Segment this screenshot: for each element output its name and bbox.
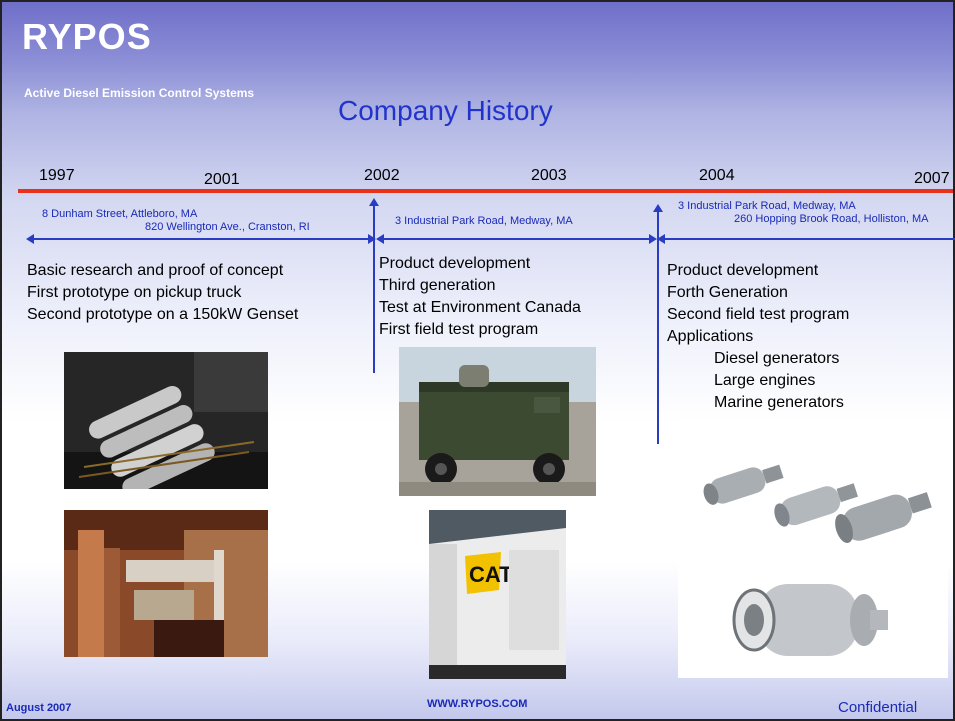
year-1997: 1997 (39, 167, 75, 184)
footer-date: August 2007 (6, 702, 72, 714)
arrow-up-head (369, 198, 379, 206)
timeline-line (18, 189, 953, 193)
tagline: Active Diesel Emission Control Systems (24, 86, 255, 100)
address-medway: 3 Industrial Park Road, Medway, MA (395, 215, 573, 227)
list-item: Test at Environment Canada (379, 299, 581, 316)
address-holliston: 260 Hopping Brook Road, Holliston, MA (734, 213, 929, 225)
list-item: First field test program (379, 321, 539, 338)
arrow-left-head (657, 234, 665, 244)
dpf-units-photo (683, 419, 947, 561)
period-1-list: Basic research and proof of concept Firs… (27, 260, 298, 326)
footer-confidential: Confidential (838, 699, 918, 716)
arrow-left-head (376, 234, 384, 244)
year-2007: 2007 (914, 170, 950, 187)
list-item: Third generation (379, 277, 496, 294)
address-attleboro: 8 Dunham Street, Attleboro, MA (42, 208, 198, 220)
divider-2004 (657, 211, 659, 444)
period-3-list: Product development Forth Generation Sec… (667, 260, 849, 414)
list-item: Marine generators (714, 394, 844, 411)
military-generator-photo (399, 347, 596, 496)
slide-title: Company History (338, 95, 553, 126)
year-2001: 2001 (204, 171, 240, 188)
period-3-arrow (663, 238, 955, 240)
footer-website-link[interactable]: WWW.RYPOS.COM (427, 698, 528, 710)
genset-pipes-photo (64, 510, 268, 657)
cat-genset-photo: CAT (429, 510, 566, 679)
period-2-list: Product development Third generation Tes… (379, 253, 581, 341)
year-2004: 2004 (699, 167, 735, 184)
sub-list: Diesel generators Large engines Marine g… (667, 348, 849, 414)
list-item: First prototype on pickup truck (27, 284, 242, 301)
arrow-left-head (26, 234, 34, 244)
year-2002: 2002 (364, 167, 400, 184)
list-item: Diesel generators (714, 350, 840, 367)
divider-2002 (373, 205, 375, 373)
list-item: Second prototype on a 150kW Genset (27, 306, 299, 323)
company-logo: RYPOS (22, 16, 152, 57)
prototype-truck-photo (64, 352, 268, 489)
list-item: Basic research and proof of concept (27, 262, 284, 279)
period-1-arrow (32, 238, 368, 240)
arrow-up-head (653, 204, 663, 212)
list-item: Applications (667, 328, 754, 345)
list-item: Product development (379, 255, 531, 272)
list-item: Large engines (714, 372, 816, 389)
dpf-single-photo (678, 562, 948, 678)
list-item: Product development (667, 262, 819, 279)
svg-text:CAT: CAT (469, 562, 513, 587)
list-item: Second field test program (667, 306, 850, 323)
address-medway-2004: 3 Industrial Park Road, Medway, MA (678, 200, 856, 212)
arrow-right-head (368, 234, 376, 244)
arrow-right-head (649, 234, 657, 244)
list-item: Forth Generation (667, 284, 788, 301)
address-cranston: 820 Wellington Ave., Cranston, RI (145, 221, 310, 233)
year-2003: 2003 (531, 167, 567, 184)
period-2-arrow (382, 238, 650, 240)
